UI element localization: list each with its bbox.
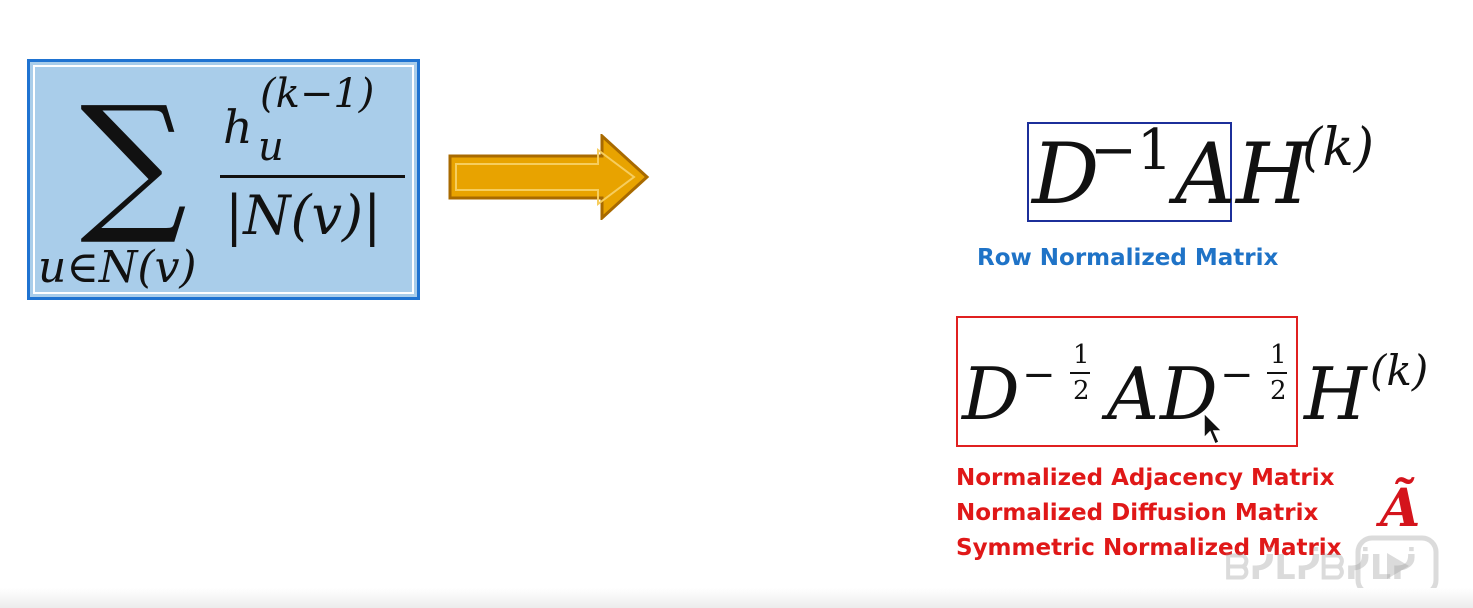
bottom-fade-band	[0, 588, 1473, 608]
symmetric-normalized-highlight-box	[956, 316, 1298, 447]
sym-formula-minus2: −	[1220, 352, 1254, 398]
row-formula-h: H	[1236, 125, 1310, 223]
right-arrow-icon	[448, 134, 650, 220]
sym-formula-half1-num: 1	[1073, 340, 1090, 370]
sym-formula-minus1: −	[1022, 352, 1056, 398]
sum-subscript: u∈N(v)	[38, 242, 197, 293]
numerator-h: h	[223, 100, 253, 154]
row-normalized-highlight-box	[1027, 122, 1232, 222]
aggregation-formula-box: ∑ u∈N(v) h (k−1) u |N(v)|	[27, 59, 420, 300]
row-formula-a: A	[1175, 125, 1236, 223]
sym-formula-half2-bar	[1267, 372, 1287, 374]
sym-formula-half1-den: 2	[1073, 376, 1090, 406]
fraction-bar	[220, 175, 405, 178]
numerator-base: h	[223, 100, 253, 154]
watermark-logo-text: ᗷᓰᒪᓰᗷᓰᒪᓰ	[1225, 548, 1416, 588]
sym-formula-a: A	[1107, 352, 1159, 436]
label-symmetric-normalized: Symmetric Normalized Matrix	[956, 535, 1342, 561]
row-formula-d-exponent: −1	[1090, 118, 1173, 183]
sum-symbol: ∑	[80, 75, 188, 249]
sym-formula-h: H	[1304, 352, 1367, 436]
sym-formula-half2-num: 1	[1270, 340, 1287, 370]
mouse-cursor-icon	[1203, 412, 1224, 446]
row-formula-h-exponent: (k)	[1302, 118, 1375, 178]
row-normalized-label: Row Normalized Matrix	[977, 245, 1279, 271]
sym-formula-half2-den: 2	[1270, 376, 1287, 406]
sym-formula-h-exponent: (k)	[1370, 346, 1429, 395]
denominator: |N(v)|	[225, 184, 382, 247]
numerator-superscript: (k−1)	[260, 71, 375, 117]
numerator-subscript: u	[258, 124, 284, 170]
formula-box-inner-border	[33, 65, 414, 294]
symmetric-labels-list: Normalized Adjacency Matrix Normalized D…	[956, 461, 1342, 566]
a-tilde-symbol: Ã	[1380, 478, 1421, 539]
label-normalized-adjacency: Normalized Adjacency Matrix	[956, 465, 1335, 491]
label-normalized-diffusion: Normalized Diffusion Matrix	[956, 500, 1319, 526]
sym-formula-d1: D	[962, 352, 1020, 436]
sym-formula-half1-bar	[1070, 372, 1090, 374]
row-formula-d: D	[1032, 125, 1100, 223]
